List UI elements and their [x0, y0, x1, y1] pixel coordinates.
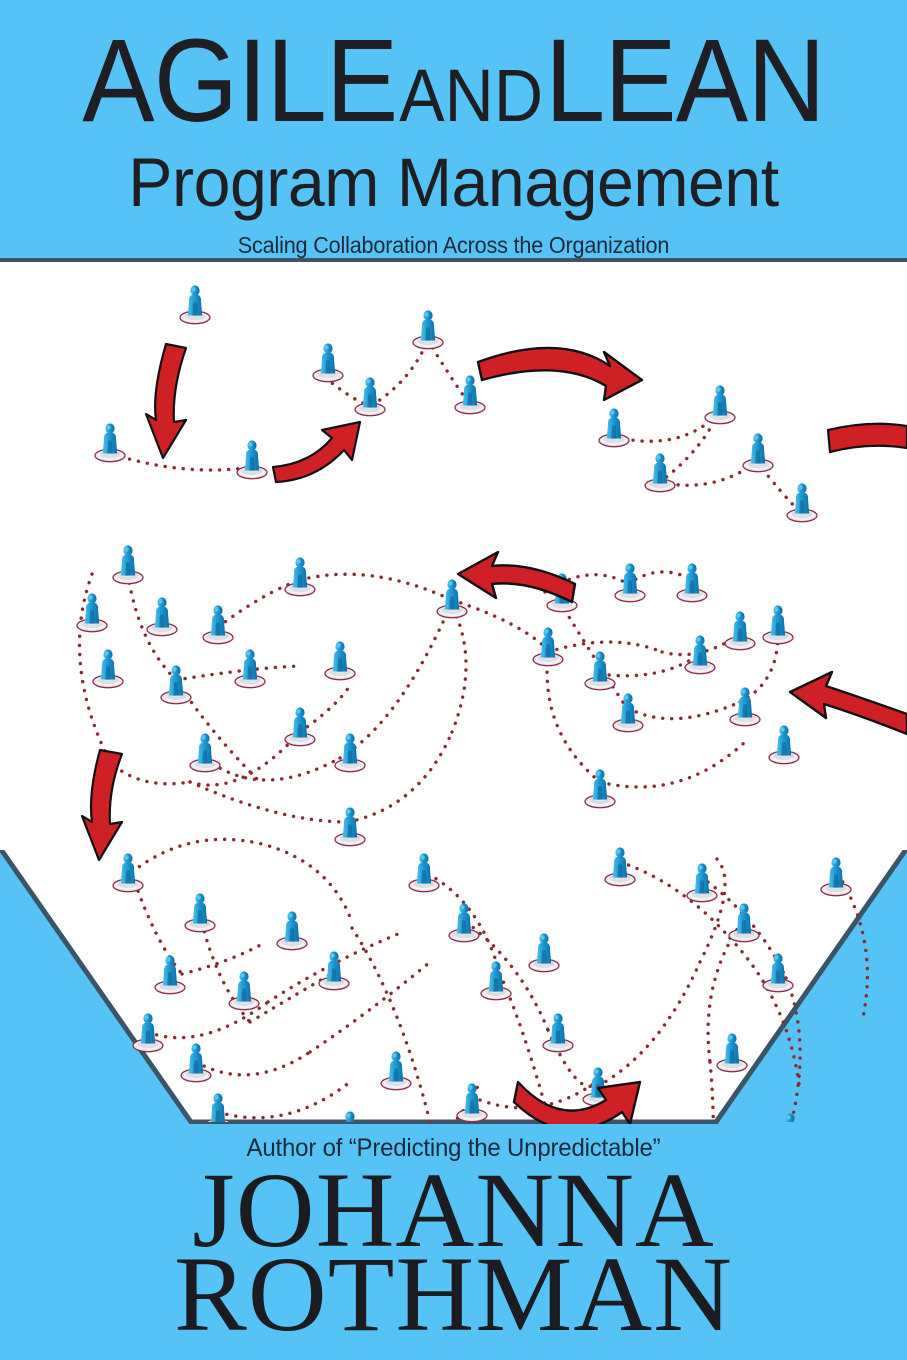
arrow-up-right-top — [271, 420, 362, 484]
author-block: Author of “Predicting the Unpredictable”… — [0, 1124, 907, 1360]
title-band: AGILEANDLEAN Program Management Scaling … — [0, 0, 907, 262]
funnel-trapezoid — [0, 841, 907, 1124]
arrow-left-middle — [456, 550, 577, 604]
author-credit-line: Author of “Predicting the Unpredictable” — [246, 1134, 661, 1162]
author-last-name: ROTHMAN — [174, 1236, 733, 1354]
book-subtitle: Scaling Collaboration Across the Organiz… — [237, 232, 670, 258]
author-first-name: JOHANNA — [192, 1152, 715, 1270]
arrow-left-right-middle — [788, 670, 907, 736]
book-title-line2: Program Management — [128, 144, 779, 221]
title-word-and: AND — [399, 54, 544, 137]
arrow-right-edge-top — [826, 422, 907, 454]
arrow-right-top-center — [476, 346, 644, 402]
title-word-lean: LEAN — [544, 15, 826, 147]
arrow-down-left-middle — [80, 748, 124, 862]
illustration-upper-field — [0, 262, 907, 844]
arrow-down-left-top — [144, 342, 188, 460]
book-title-line1: AGILEANDLEAN — [36, 22, 870, 140]
arrow-up-right-bottom — [512, 1080, 642, 1124]
cover-illustration — [0, 262, 907, 1124]
title-word-agile: AGILE — [82, 15, 398, 147]
